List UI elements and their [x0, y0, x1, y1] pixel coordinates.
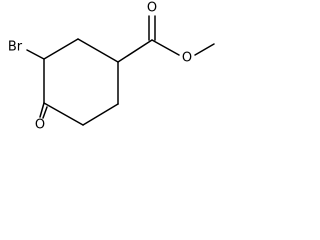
ring-bond-c5-c6 — [43, 102, 84, 126]
carbonyl-oxygen-label: O — [147, 1, 157, 16]
ketone-oxygen-label: O — [35, 118, 45, 133]
bond-c6-o-ketone-double — [42, 106, 48, 119]
bond-carbonyl-o-ester — [151, 39, 180, 56]
bromine-label: Br — [8, 40, 23, 55]
ester-oxygen-label: O — [182, 51, 192, 66]
bond-c1-br — [26, 49, 45, 60]
ring-bond-c1-c2 — [43, 38, 79, 60]
cyclohexane-ring — [43, 38, 119, 126]
bond-c6-o-ketone — [39, 102, 45, 118]
chemical-structure: Br O O O — [8, 1, 215, 133]
ring-bond-c4-c5 — [82, 103, 119, 126]
bond-o-methyl — [194, 43, 215, 56]
ring-bond-c2-c3 — [77, 38, 119, 63]
bond-c3-carbonyl — [117, 39, 153, 63]
